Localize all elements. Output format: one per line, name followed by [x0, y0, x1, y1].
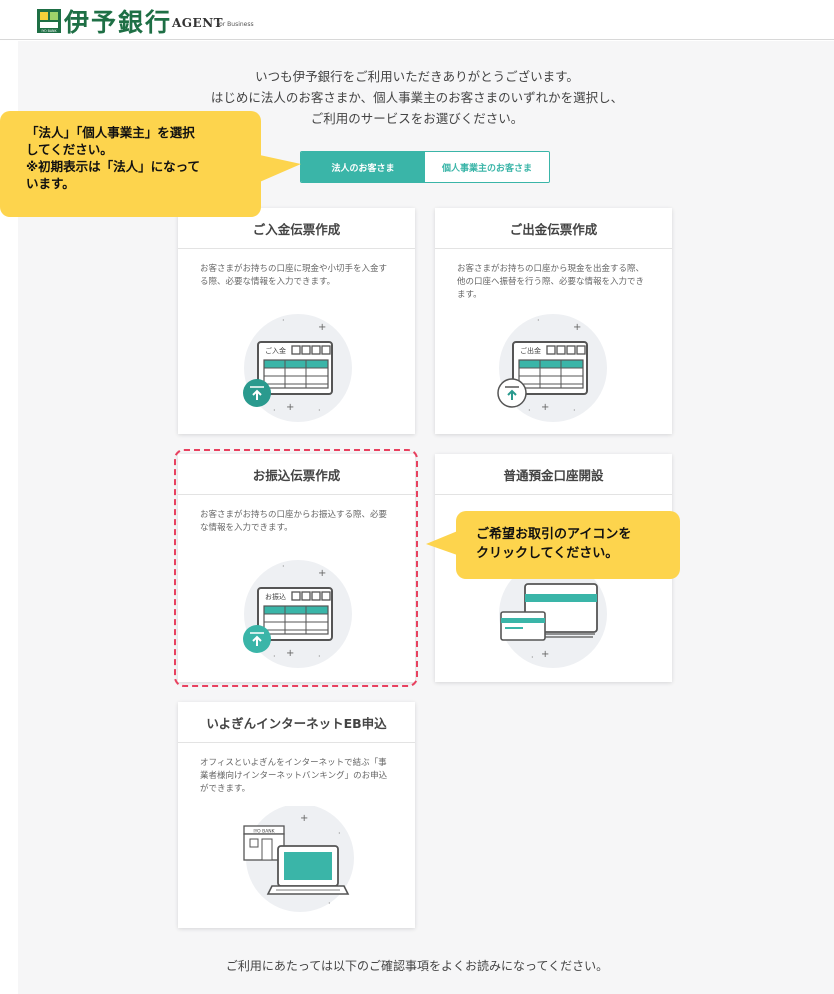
withdrawal-slip-card[interactable]: ご出金伝票作成 お客さまがお持ちの口座から現金を出金する際、他の口座へ振替を行う…	[435, 208, 672, 434]
agent-label: AGENT	[172, 16, 224, 30]
svg-text:+: +	[541, 649, 549, 660]
toggle-hint-callout: 「法人」「個人事業主」を選択 してください。 ※初期表示は「法人」になって いま…	[0, 111, 261, 217]
svg-text:·: ·	[328, 899, 331, 908]
sparkle-icon: ·	[282, 316, 285, 325]
card-description: オフィスといよぎんをインターネットで結ぶ「事業者様向けインターネットバンキング」…	[200, 758, 388, 794]
logo-mark-caption: IYO BANK	[41, 29, 57, 33]
callout-line: クリックしてください。	[476, 546, 619, 561]
svg-text:+: +	[318, 322, 326, 333]
agent-sub-label: for Business	[217, 21, 254, 28]
form-label: お振込	[265, 592, 286, 601]
deposit-slip-card[interactable]: ご入金伝票作成 お客さまがお持ちの口座に現金や小切手を入金する際、必要な情報を入…	[178, 208, 415, 434]
bank-name-logo[interactable]: 伊予銀行	[64, 8, 173, 37]
svg-text:+: +	[286, 648, 294, 659]
intro-line: はじめに法人のお客さまか、個人事業主のお客さまのいずれかを選択し、	[210, 90, 624, 105]
form-label: ご出金	[520, 346, 541, 355]
svg-text:+: +	[541, 402, 549, 413]
icon-hint-callout: ご希望お取引のアイコンを クリックしてください。	[456, 511, 680, 579]
svg-text:·: ·	[573, 406, 576, 415]
svg-text:·: ·	[318, 652, 321, 661]
svg-text:+: +	[573, 322, 581, 333]
svg-text:·: ·	[282, 562, 285, 571]
bank-cards-icon: + ·	[499, 560, 607, 668]
callout-line: ご希望お取引のアイコンを	[476, 527, 632, 542]
callout-line: います。	[26, 176, 75, 191]
store-label: IYO BANK	[253, 829, 275, 835]
callout-pointer-icon	[255, 154, 301, 184]
callout-pointer-icon	[426, 530, 460, 556]
card-description: お客さまがお持ちの口座からお振込する際、必要な情報を入力できます。	[200, 510, 388, 533]
office-laptop-icon: + · IYO BANK ·	[243, 806, 354, 912]
card-title: いよぎんインターネットEB申込	[178, 702, 415, 743]
highlight-frame	[174, 449, 418, 687]
card-description: お客さまがお持ちの口座から現金を出金する際、他の口座へ振替を行う際、必要な情報を…	[457, 264, 645, 300]
svg-text:·: ·	[273, 652, 276, 661]
svg-text:·: ·	[318, 406, 321, 415]
svg-text:+: +	[286, 402, 294, 413]
card-title: ご出金伝票作成	[435, 208, 672, 249]
intro-line: ご利用のサービスをお選びください。	[310, 111, 524, 126]
svg-text:·: ·	[528, 406, 531, 415]
card-title: お振込伝票作成	[178, 454, 415, 495]
svg-text:·: ·	[273, 406, 276, 415]
card-title: 普通預金口座開設	[435, 454, 672, 495]
deposit-slip-icon: · + · ご入金 + · ·	[243, 314, 352, 422]
toggle-corporate-button[interactable]: 法人のお客さま	[301, 152, 425, 182]
callout-line: ※初期表示は「法人」になって	[26, 159, 201, 174]
toggle-individual-button[interactable]: 個人事業主のお客さま	[425, 152, 549, 182]
callout-line: 「法人」「個人事業主」を選択	[26, 125, 195, 140]
svg-text:+: +	[300, 813, 308, 824]
intro-message: いつも伊予銀行をご利用いただきありがとうございます。 はじめに法人のお客さまか、…	[0, 66, 834, 129]
transfer-slip-card[interactable]: お振込伝票作成 お客さまがお持ちの口座からお振込する際、必要な情報を入力できます…	[178, 454, 415, 682]
card-description: お客さまがお持ちの口座に現金や小切手を入金する際、必要な情報を入力できます。	[200, 264, 388, 287]
svg-text:·: ·	[338, 829, 341, 838]
svg-text:·: ·	[537, 316, 540, 325]
internet-eb-application-card[interactable]: いよぎんインターネットEB申込 オフィスといよぎんをインターネットで結ぶ「事業者…	[178, 702, 415, 928]
svg-text:·: ·	[531, 653, 534, 662]
card-title: ご入金伝票作成	[178, 208, 415, 249]
transfer-slip-icon: · + · お振込 + · ·	[243, 560, 352, 668]
form-label: ご入金	[265, 346, 286, 355]
terms-notice: ご利用にあたっては以下のご確認事項をよくお読みになってください。	[225, 959, 609, 973]
bank-logo-icon: IYO BANK	[37, 9, 61, 33]
customer-type-toggle: 法人のお客さま 個人事業主のお客さま	[300, 151, 550, 183]
app-header: IYO BANK 伊予銀行 AGENT for Business	[0, 0, 834, 40]
svg-text:+: +	[318, 568, 326, 579]
intro-line: いつも伊予銀行をご利用いただきありがとうございます。	[255, 69, 579, 84]
callout-line: してください。	[26, 142, 113, 157]
withdrawal-slip-icon: · + · ご出金 + · ·	[497, 314, 607, 422]
